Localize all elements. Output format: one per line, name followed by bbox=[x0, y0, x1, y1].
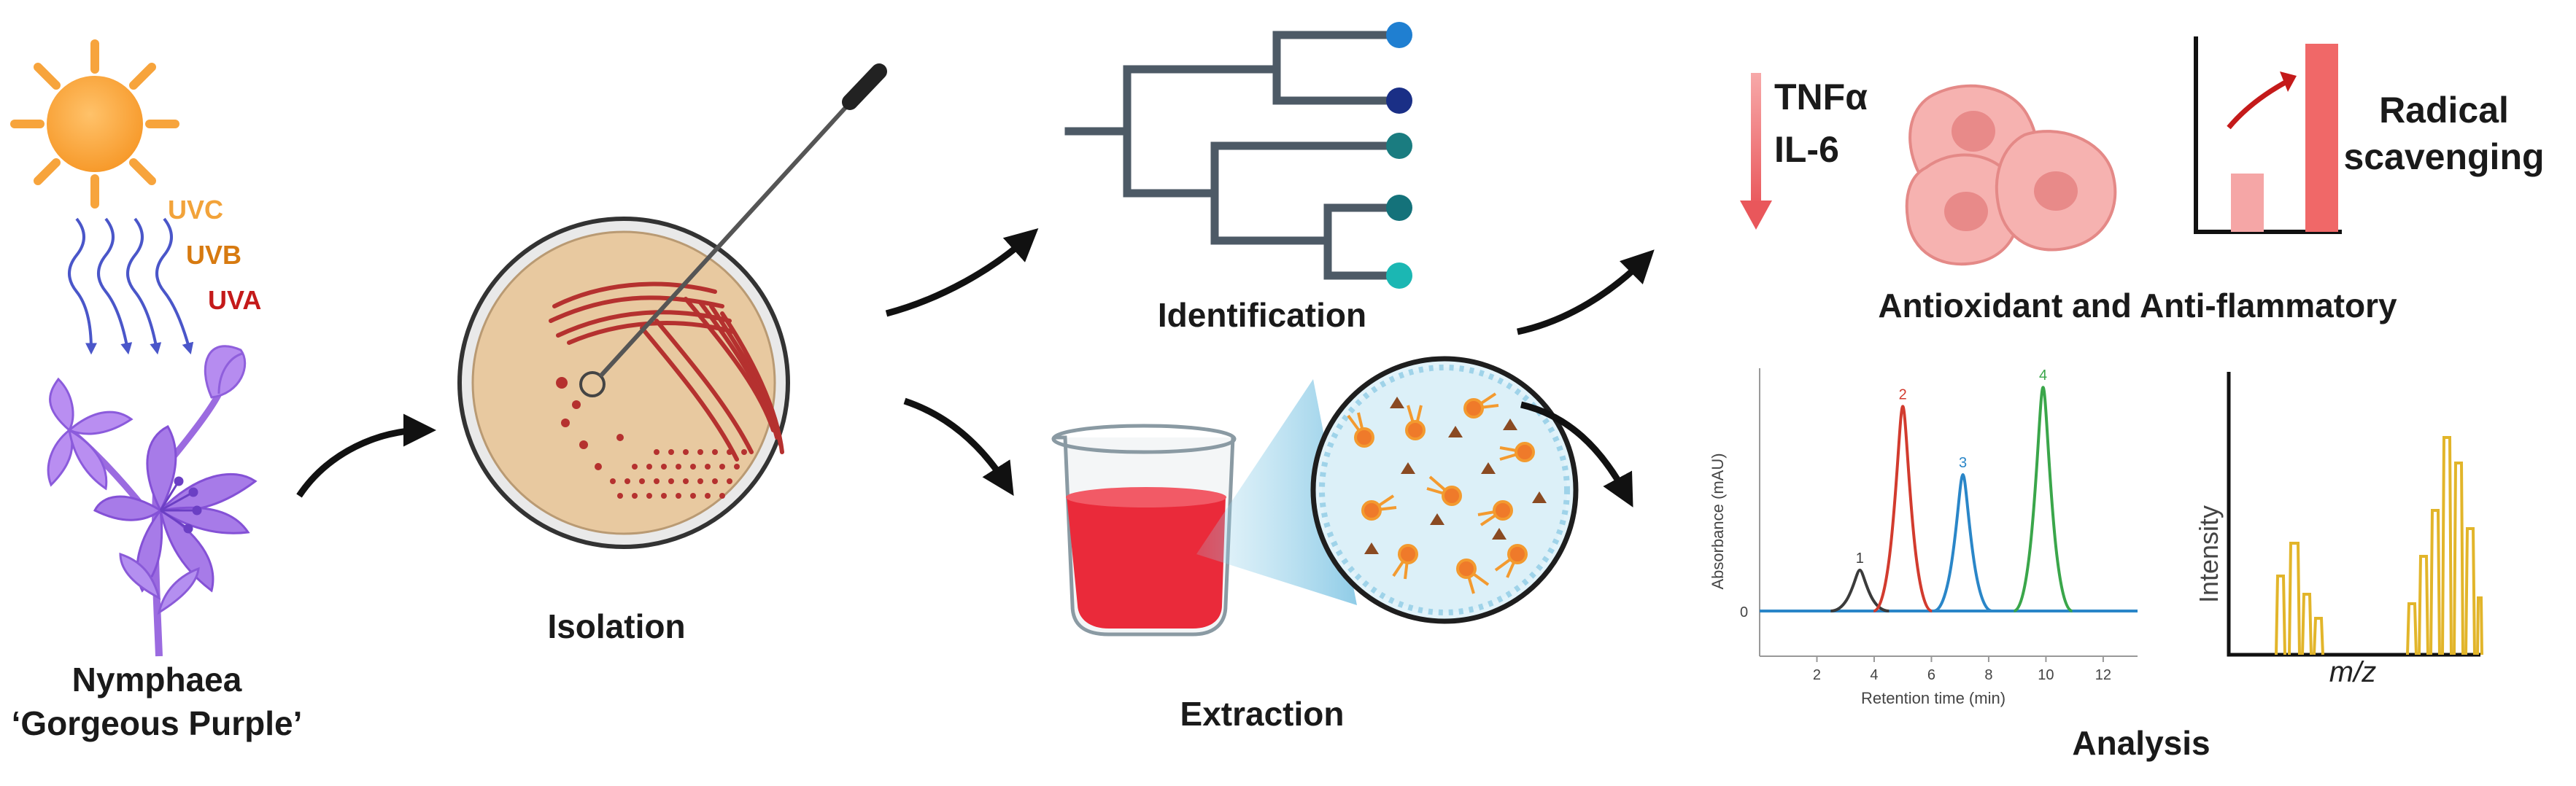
zoom-beam bbox=[1196, 379, 1357, 605]
petri-dish-icon bbox=[457, 63, 887, 549]
hplc-peak-label: 2 bbox=[1899, 386, 1907, 402]
marker-il6: IL-6 bbox=[1774, 129, 1839, 170]
hplc-peak-label: 1 bbox=[1856, 550, 1864, 567]
down-arrow-icon bbox=[1740, 73, 1772, 230]
hplc-tick-label: 10 bbox=[2038, 667, 2054, 683]
hplc-peak bbox=[1933, 472, 1993, 612]
identification-label: Identification bbox=[1158, 296, 1366, 334]
analysis-label: Analysis bbox=[2072, 724, 2210, 762]
water-lily-icon bbox=[47, 345, 258, 657]
isolation-label: Isolation bbox=[547, 607, 685, 645]
hplc-tick-label: 8 bbox=[1984, 667, 1992, 683]
beaker-icon bbox=[1051, 424, 1237, 637]
uv-label-uvb: UVB bbox=[186, 240, 241, 270]
hplc-ylabel: Absorbance (mAU) bbox=[1709, 453, 1727, 589]
arrow-to-identification bbox=[885, 227, 1039, 317]
hplc-tick-label: 12 bbox=[2095, 667, 2111, 683]
hplc-peak bbox=[1830, 568, 1890, 612]
hplc-x-ticks: 2 4 6 8 10 12 bbox=[1813, 656, 2111, 683]
arrow-to-extraction bbox=[903, 397, 1014, 497]
bioactivity-label: Antioxidant and Anti-flammatory bbox=[1878, 287, 2397, 324]
micelle-zoom-icon bbox=[1310, 356, 1579, 624]
cells-icon bbox=[1905, 84, 2117, 266]
arrow-to-analysis bbox=[1520, 401, 1633, 507]
phylogenetic-tree-icon bbox=[1064, 31, 1401, 280]
hplc-peak-label: 3 bbox=[1959, 455, 1967, 471]
ms-spectrum: Intensity m/z bbox=[2194, 372, 2483, 688]
hplc-peak bbox=[1873, 405, 1933, 612]
hplc-yzero: 0 bbox=[1740, 604, 1748, 620]
hplc-tick-label: 6 bbox=[1927, 667, 1935, 683]
hplc-tick-label: 4 bbox=[1870, 667, 1878, 683]
ms-ylabel: Intensity bbox=[2194, 505, 2224, 603]
tree-leaf-nodes bbox=[1386, 22, 1412, 289]
hplc-xlabel: Retention time (min) bbox=[1861, 689, 2006, 707]
hplc-peak-label: 4 bbox=[2039, 367, 2047, 384]
radical-label-line1: Radical bbox=[2379, 90, 2509, 131]
plant-title-line2: ‘Gorgeous Purple’ bbox=[12, 704, 303, 742]
marker-tnfa: TNFα bbox=[1774, 77, 1868, 117]
hplc-tick-label: 2 bbox=[1813, 667, 1821, 683]
uv-label-uva: UVA bbox=[208, 285, 261, 315]
arrow-plant-to-isolation bbox=[296, 413, 436, 498]
radical-label-line2: scavenging bbox=[2343, 136, 2544, 177]
arrow-to-bioactivity bbox=[1517, 249, 1655, 335]
radical-bar-chart-icon bbox=[2194, 36, 2342, 234]
ms-xlabel: m/z bbox=[2329, 656, 2376, 688]
hplc-peak bbox=[2013, 386, 2073, 612]
sun-icon bbox=[10, 39, 179, 209]
uv-rays-icon bbox=[68, 217, 194, 355]
extraction-label: Extraction bbox=[1180, 695, 1345, 733]
plant-title-line1: Nymphaea bbox=[72, 661, 242, 699]
hplc-peaks: 1 2 3 4 bbox=[1830, 367, 2073, 612]
uv-label-uvc: UVC bbox=[168, 195, 223, 225]
